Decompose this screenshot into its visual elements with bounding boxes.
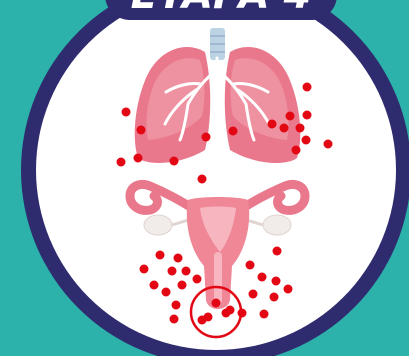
left-ovary: [144, 215, 172, 235]
metastasis-dot: [249, 290, 258, 299]
metastasis-dot: [212, 299, 221, 308]
stage-title: ETAPA 4: [131, 0, 312, 18]
metastasis-dot: [272, 277, 281, 286]
metastasis-dot: [168, 267, 177, 276]
metastasis-dot: [202, 133, 211, 142]
metastasis-dot: [172, 301, 181, 310]
metastasis-dot: [134, 154, 143, 163]
metastasis-dot: [303, 83, 312, 92]
title-banner: ETAPA 4: [105, 0, 337, 20]
metastasis-dot: [260, 310, 269, 319]
metastasis-dot: [150, 281, 159, 290]
metastasis-dot: [117, 158, 126, 167]
metastasis-dot: [193, 275, 202, 284]
metastasis-dot: [170, 157, 179, 166]
metastasis-dot: [156, 251, 165, 260]
metastasis-dot: [170, 315, 179, 324]
metastasis-dot: [258, 273, 267, 282]
metastasis-dot: [324, 140, 333, 149]
metastasis-dot: [280, 124, 289, 133]
metastasis-dot: [270, 293, 279, 302]
metastasis-dot: [182, 267, 191, 276]
metastasis-dot: [204, 313, 213, 322]
metastasis-dot: [292, 146, 301, 155]
metastasis-dot: [226, 306, 235, 315]
right-ovary: [263, 215, 291, 235]
metastasis-dot: [302, 136, 311, 145]
metastasis-dot: [273, 247, 282, 256]
metastasis-dot: [238, 309, 247, 318]
metastasis-dot: [284, 285, 293, 294]
metastasis-dot: [198, 175, 207, 184]
metastasis-dot: [174, 254, 183, 263]
metastasis-dot: [137, 126, 146, 135]
metastasis-dot: [296, 124, 305, 133]
metastasis-dot: [140, 265, 149, 274]
metastasis-dot: [229, 127, 238, 136]
metastasis-dot: [268, 120, 277, 129]
metastasis-dot: [122, 108, 131, 117]
metastasis-dot: [246, 261, 255, 270]
metastasis-dot: [286, 112, 295, 121]
metastasis-dot: [162, 288, 171, 297]
metastasis-dot: [303, 111, 312, 120]
metastasis-dot: [178, 281, 187, 290]
